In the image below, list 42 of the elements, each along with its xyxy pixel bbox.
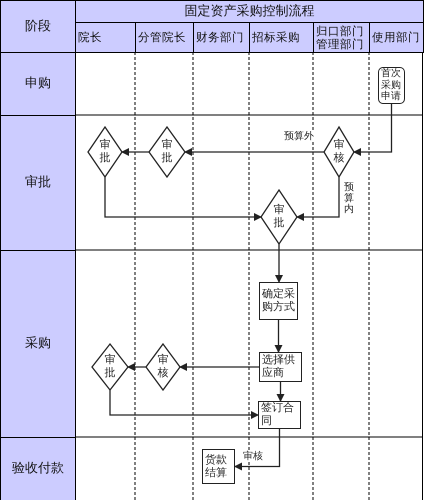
edge-label: 预算内 — [344, 182, 354, 215]
arrow — [127, 363, 146, 371]
node-text: 首次采购申请 — [380, 67, 402, 104]
arrow — [121, 148, 149, 156]
arrow — [274, 320, 282, 353]
lane-header: 招标采购 — [249, 22, 314, 53]
node-text: 审批 — [100, 139, 110, 165]
table-title: 固定资产采购控制流程 — [75, 0, 424, 23]
lane-header: 院长 — [75, 22, 136, 53]
stage-header: 审批 — [0, 115, 76, 251]
node-text: 审核 — [158, 354, 168, 380]
column-header: 阶段 — [0, 0, 76, 53]
arrow — [234, 429, 280, 470]
node-text: 签订合同 — [260, 401, 295, 429]
process-box — [258, 401, 301, 429]
lane-header: 分管院长 — [135, 22, 194, 53]
edge-label: 审核 — [243, 451, 263, 462]
node-text: 审核 — [334, 139, 344, 165]
arrow — [275, 244, 283, 283]
process-box — [259, 282, 298, 320]
edge-label: 预算外 — [284, 131, 314, 142]
arrow — [296, 177, 340, 221]
lane-header: 归口部门管理部门 — [313, 22, 370, 53]
arrow — [184, 148, 324, 156]
process-box — [259, 352, 302, 382]
node-text: 选择供应商 — [261, 353, 296, 381]
stage-header: 申购 — [0, 52, 76, 116]
process-box — [202, 449, 235, 484]
arrow — [104, 177, 262, 221]
arrow — [109, 390, 259, 419]
node-text: 审批 — [104, 354, 116, 380]
node-text: 货款结算 — [204, 452, 228, 480]
lane-header: 财务部门 — [193, 22, 250, 53]
arrow — [179, 363, 259, 371]
node-text: 确定采购方式 — [261, 287, 296, 315]
arrow — [353, 104, 392, 156]
node-text: 审批 — [274, 204, 284, 230]
stage-header: 验收付款 — [0, 437, 76, 500]
node-text: 审批 — [162, 139, 172, 165]
lane-header: 使用部门 — [369, 22, 424, 53]
stage-header: 采购 — [0, 250, 76, 438]
arrow — [276, 382, 284, 402]
